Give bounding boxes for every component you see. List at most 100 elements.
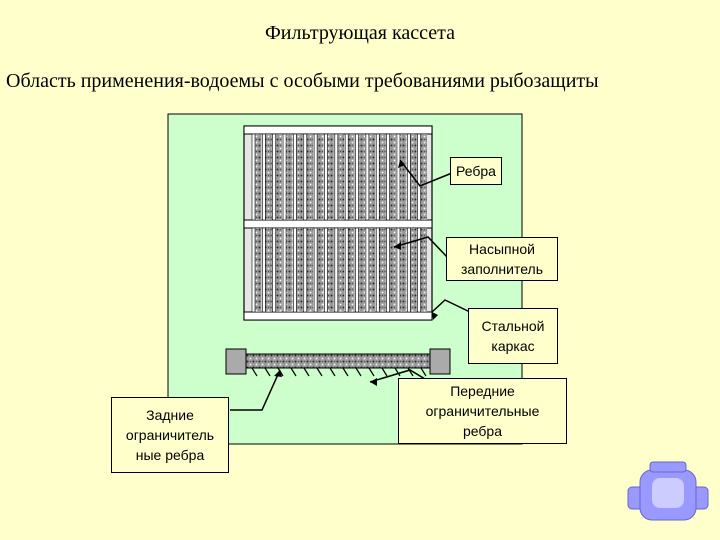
slide-title: Фильтрующая кассета [264, 22, 455, 44]
front-rib-tooth [407, 367, 414, 377]
navigation-icon[interactable] [627, 461, 709, 521]
left-end-block [225, 348, 247, 375]
rib [272, 227, 277, 313]
rib [251, 133, 256, 221]
rib [365, 133, 370, 221]
fill-strip [275, 134, 283, 220]
rib [417, 133, 421, 221]
fill-strip [306, 228, 314, 312]
label-fill: Насыпной заполнитель [446, 237, 558, 281]
front-rib-tooth [329, 367, 336, 377]
label-front-ribs: Передние ограничительные ребра [398, 378, 567, 444]
front-rib-tooth [290, 367, 297, 377]
front-rib-tooth [251, 367, 258, 377]
rib [396, 133, 401, 221]
fill-strip [275, 228, 283, 312]
rib [396, 227, 401, 313]
label-rear-ribs: Задние ограничитель ные ребра [111, 397, 229, 473]
section-fill [245, 353, 431, 369]
rib [313, 227, 318, 313]
rib [282, 133, 287, 221]
fill-strip [420, 134, 427, 220]
fill-strip [399, 228, 407, 312]
rib [313, 133, 318, 221]
rib [303, 227, 308, 313]
fill-strip [368, 134, 376, 220]
slide-subtitle: Область применения-водоемы с особыми тре… [6, 70, 599, 92]
fill-strip [296, 134, 303, 220]
front-rib-tooth [316, 367, 323, 377]
rib [406, 133, 411, 221]
rib [355, 227, 359, 313]
rib [324, 133, 328, 221]
front-rib-tooth [264, 367, 271, 377]
rib [272, 133, 277, 221]
fill-strip [286, 228, 293, 312]
front-rib-tooth [355, 367, 362, 377]
fill-strip [327, 228, 334, 312]
ribs-lower [251, 227, 427, 313]
cassette-front-view [243, 125, 433, 321]
rib [386, 227, 390, 313]
front-rib-tooth [394, 367, 401, 377]
rib [334, 227, 339, 313]
rib [324, 227, 328, 313]
fill-strip [348, 228, 355, 312]
fill-strip [358, 228, 365, 312]
label-ribs: Ребра [450, 157, 502, 185]
fill-strip [348, 134, 355, 220]
rib [344, 227, 349, 313]
rib [344, 133, 349, 221]
cassette-section-view [225, 348, 451, 377]
fill-strip [420, 228, 427, 312]
fill-strip [410, 228, 417, 312]
rib [365, 227, 370, 313]
fill-strip [265, 228, 272, 312]
rib [375, 227, 380, 313]
rib [282, 227, 287, 313]
fill-strip [286, 134, 293, 220]
fill-strip [337, 228, 345, 312]
fill-strip [368, 228, 376, 312]
fill-strip [306, 134, 314, 220]
fill-strip [265, 134, 272, 220]
leader-rear-ribs [230, 369, 281, 411]
fill-strip [296, 228, 303, 312]
leader-ribs [399, 159, 453, 187]
label-frame: Стальной каркас [468, 308, 558, 364]
fill-strip [255, 134, 262, 220]
fill-strip [337, 134, 345, 220]
front-rib-tooth [342, 367, 349, 377]
right-end-block [429, 348, 451, 375]
fill-strip [317, 134, 324, 220]
fill-strip [358, 134, 365, 220]
fill-strip [255, 228, 262, 312]
fill-strip [389, 134, 396, 220]
fill-strip [399, 134, 407, 220]
fill-strip [317, 228, 324, 312]
rib [262, 133, 266, 221]
rib [406, 227, 411, 313]
rib [386, 133, 390, 221]
rib [375, 133, 380, 221]
leader-fill [393, 236, 449, 259]
rib [355, 133, 359, 221]
front-rib-tooth [381, 367, 388, 377]
ribs-upper [251, 133, 427, 221]
section-teeth [251, 367, 427, 377]
rib [251, 227, 256, 313]
rib [293, 133, 297, 221]
rib [293, 227, 297, 313]
rib [262, 227, 266, 313]
fill-strip [327, 134, 334, 220]
front-rib-tooth [420, 367, 427, 377]
fill-strip [379, 134, 386, 220]
rib [417, 227, 421, 313]
fill-strip [379, 228, 386, 312]
fill-strip [389, 228, 396, 312]
rib [334, 133, 339, 221]
front-rib-tooth [303, 367, 310, 377]
rib [303, 133, 308, 221]
front-rib-tooth [368, 367, 375, 377]
